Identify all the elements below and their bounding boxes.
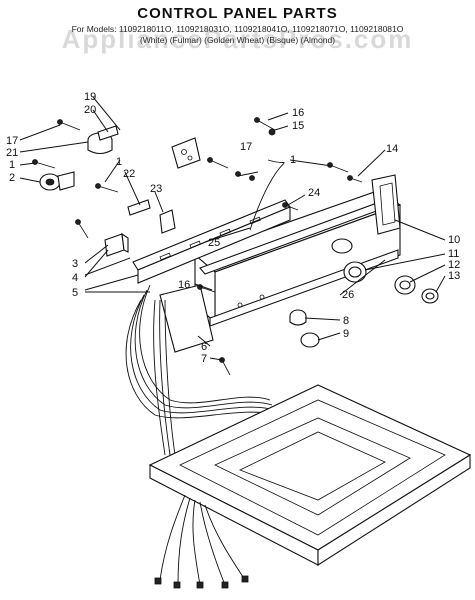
callout-11: 11 xyxy=(448,248,459,260)
callout-17a: 17 xyxy=(6,135,18,147)
screws xyxy=(32,117,363,376)
callout-17b: 17 xyxy=(240,141,252,153)
wiring-harness xyxy=(125,159,285,456)
callout-4: 4 xyxy=(72,272,78,284)
knob-set xyxy=(343,261,439,304)
callout-5: 5 xyxy=(72,287,78,299)
callout-8: 8 xyxy=(343,315,349,327)
callout-3: 3 xyxy=(72,258,78,270)
callout-22: 22 xyxy=(123,168,135,180)
callout-19: 19 xyxy=(84,91,96,103)
callout-16b: 16 xyxy=(178,279,190,291)
switch-bracket xyxy=(171,137,201,169)
callout-26: 26 xyxy=(342,289,354,301)
callout-16a: 16 xyxy=(292,107,304,119)
callout-12: 12 xyxy=(448,259,460,271)
callout-7: 7 xyxy=(201,353,207,365)
callout-20: 20 xyxy=(84,104,96,116)
callout-10: 10 xyxy=(448,234,460,246)
callout-1a: 1 xyxy=(9,159,15,171)
left-bracket xyxy=(104,232,129,257)
callout-1c: 1 xyxy=(290,154,296,166)
timer-bracket xyxy=(127,199,176,234)
callout-1b: 1 xyxy=(116,156,122,168)
knob-pair xyxy=(289,309,320,348)
harness-leads xyxy=(154,494,249,589)
callout-13: 13 xyxy=(448,270,460,282)
callout-21: 21 xyxy=(6,147,18,159)
leader-lines xyxy=(19,96,446,361)
callout-24: 24 xyxy=(308,187,320,199)
callout-6: 6 xyxy=(201,341,207,353)
variants-line: (White) (Fulmar) (Golden Wheat) (Bisque)… xyxy=(139,35,336,45)
console-end-cap xyxy=(371,174,401,235)
models-line: For Models: 1109218011O, 1109218031O, 11… xyxy=(71,24,404,34)
callout-14: 14 xyxy=(386,143,398,155)
callout-2: 2 xyxy=(9,172,15,184)
callout-25: 25 xyxy=(208,237,220,249)
callout-15: 15 xyxy=(292,120,304,132)
callout-9: 9 xyxy=(343,328,349,340)
callout-23: 23 xyxy=(150,183,162,195)
timer-motor xyxy=(87,125,119,155)
washer-top-cover xyxy=(148,384,472,567)
selector-switch xyxy=(39,171,75,191)
callout-labels: 19 20 17 21 1 2 1 22 23 17 1 16 15 14 24… xyxy=(6,91,460,365)
page-title: CONTROL PANEL PARTS xyxy=(137,5,338,22)
